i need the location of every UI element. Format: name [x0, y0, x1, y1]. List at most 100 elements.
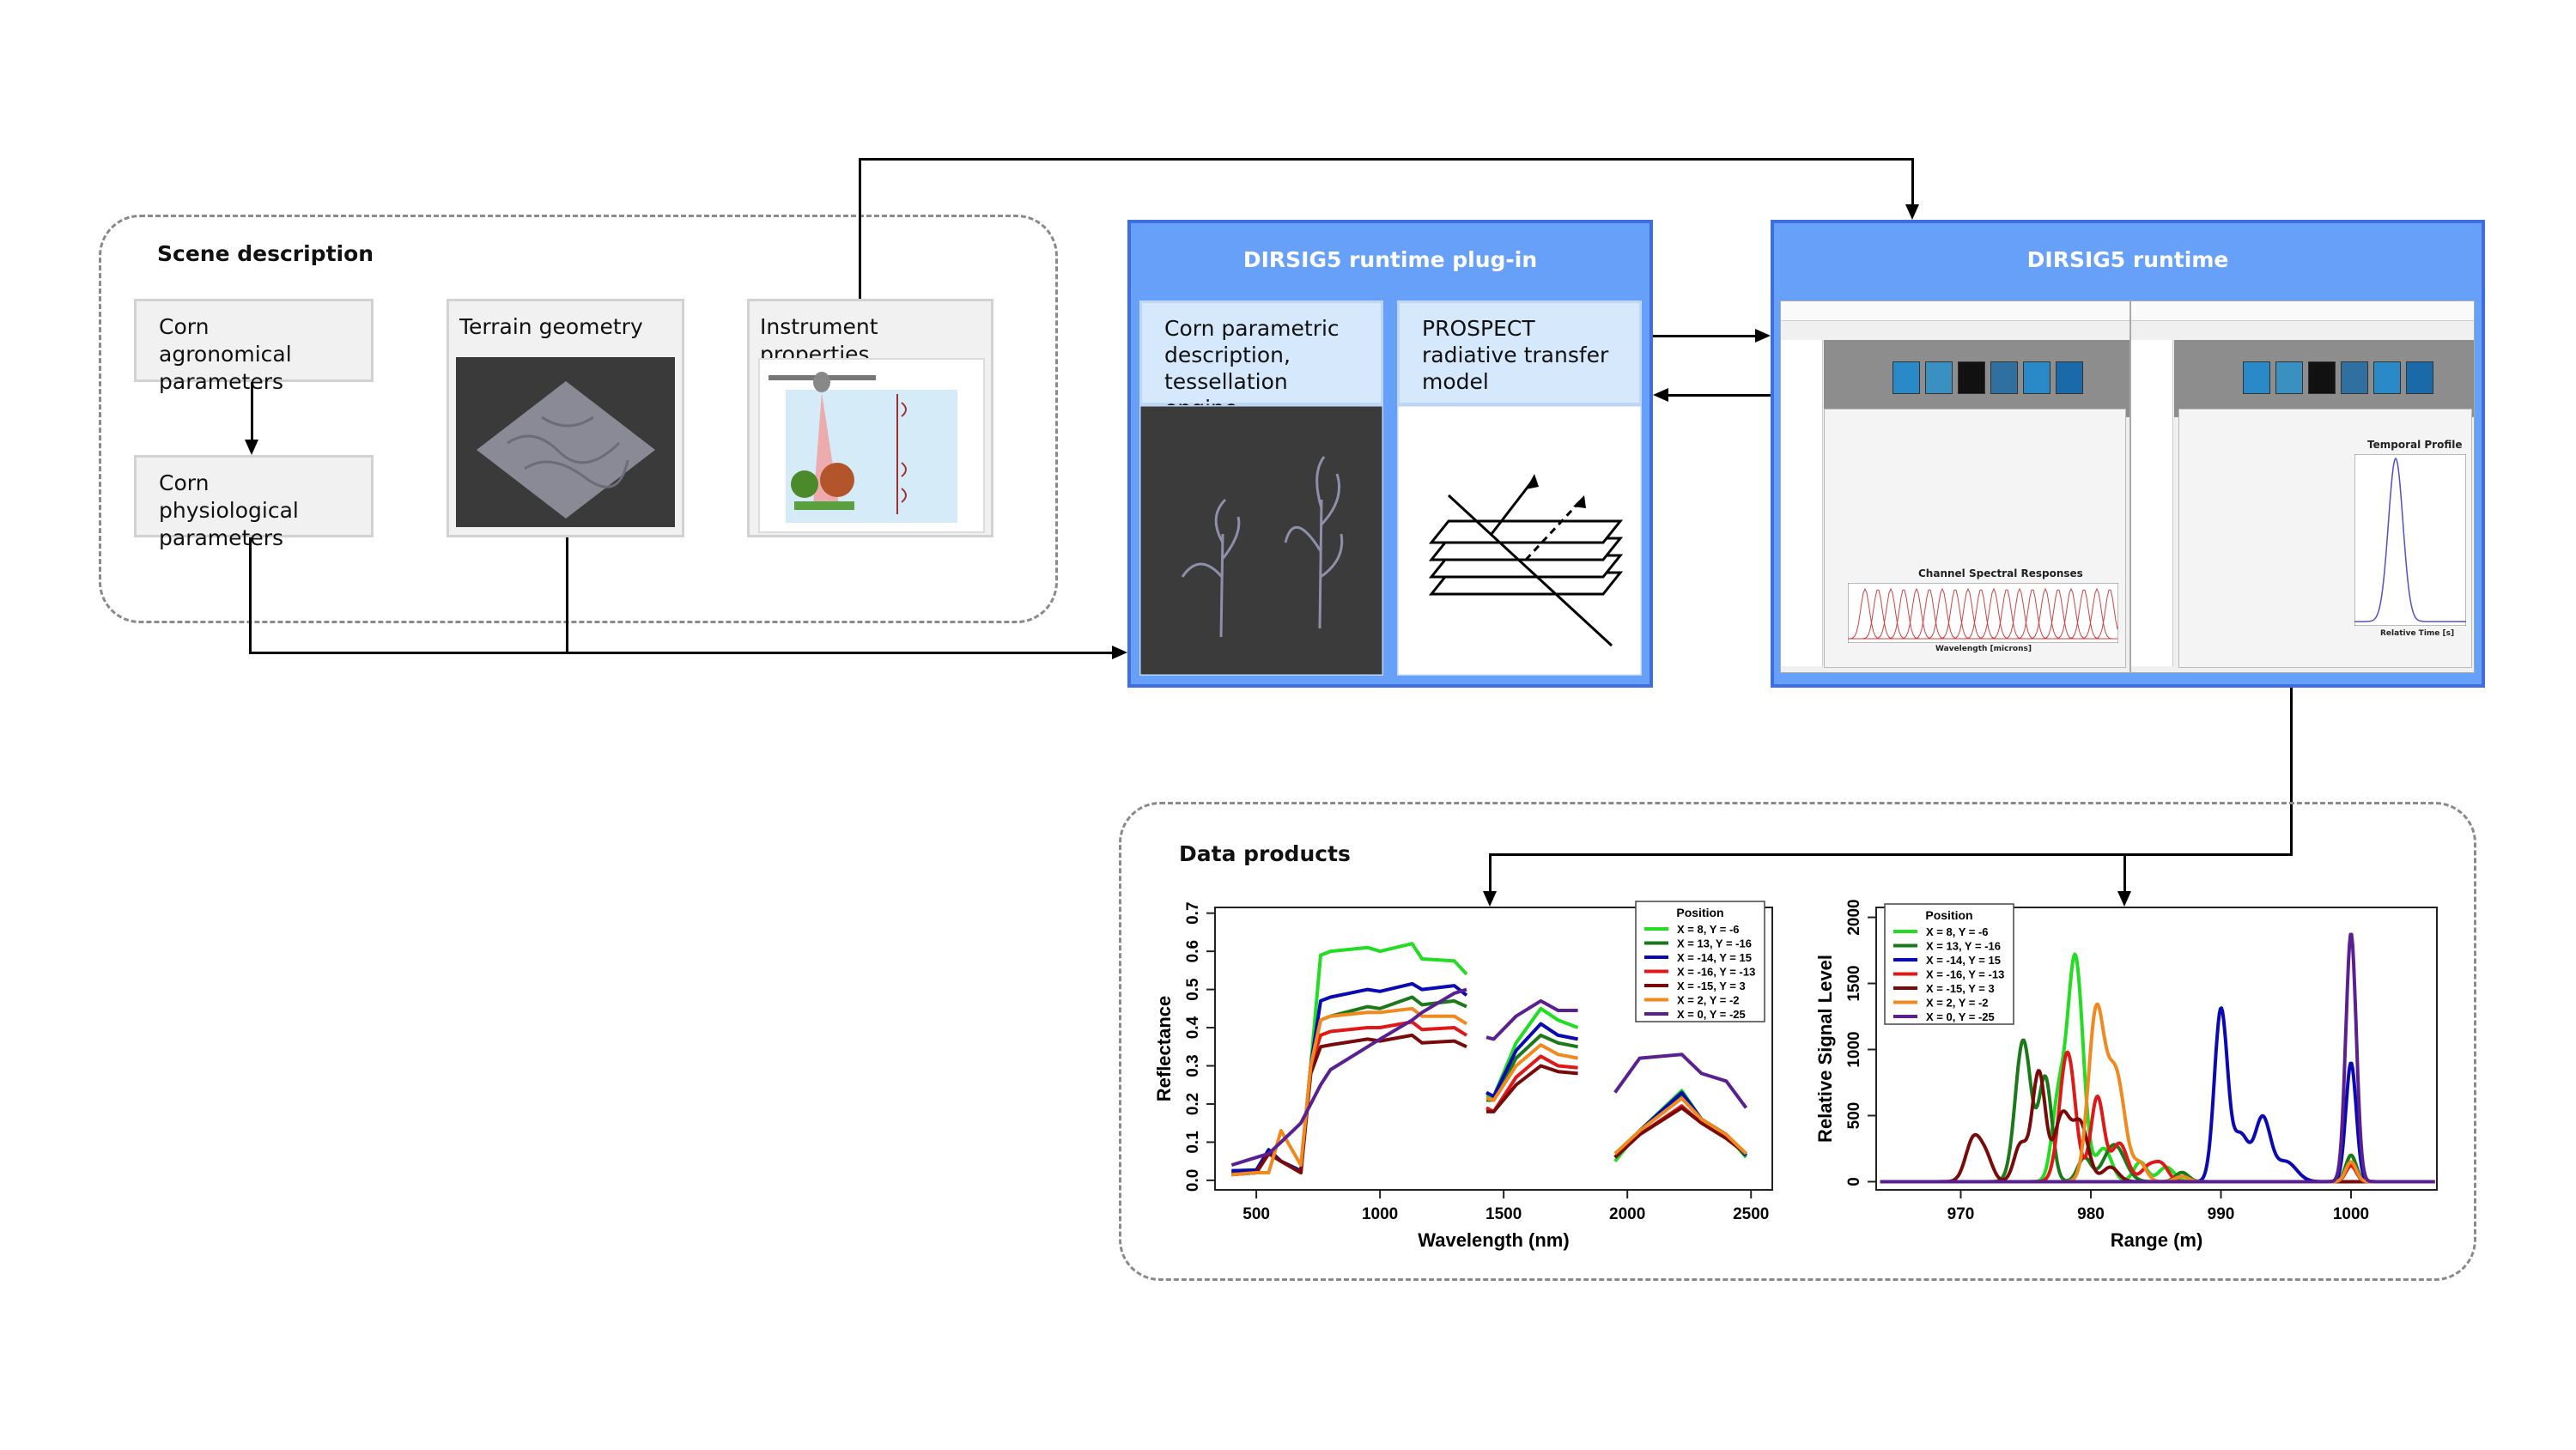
- y-axis-label: Relative Signal Level: [1814, 955, 1836, 1143]
- arrowhead-left-icon: [1653, 388, 1668, 402]
- arrowhead-right-icon: [1755, 329, 1771, 343]
- x-tick-label: 1500: [1485, 1205, 1522, 1223]
- instrument-image: [758, 358, 985, 533]
- connector-to-chart1: [1489, 853, 1492, 892]
- series-line-6: [1613, 1053, 1748, 1109]
- legend-label: X = 2, Y = -2: [1677, 994, 1740, 1007]
- data-products-group: [1119, 802, 2476, 1281]
- x-tick-label: 990: [2208, 1205, 2235, 1223]
- x-tick-label: 980: [2077, 1205, 2105, 1223]
- connector-runtime-down: [2290, 688, 2293, 856]
- y-tick-label: 0: [1845, 1177, 1863, 1186]
- y-tick-label: 0.3: [1184, 1054, 1202, 1077]
- arrowhead-down-icon: [245, 440, 258, 455]
- terrain-geometry-label: Terrain geometry: [459, 314, 643, 339]
- terrain-image: [456, 357, 675, 527]
- y-tick-label: 1000: [1845, 1031, 1863, 1067]
- x-tick-label: 1000: [1362, 1205, 1398, 1223]
- connector-runtime-to-plugin: [1668, 394, 1771, 397]
- y-tick-label: 0.4: [1184, 1016, 1202, 1039]
- connector-to-chart2: [2123, 853, 2126, 892]
- y-axis-label: Reflectance: [1153, 996, 1175, 1102]
- connector-physio-down: [249, 537, 252, 654]
- legend-label: X = -15, Y = 3: [1926, 982, 1995, 995]
- terrain-geometry-box: Terrain geometry: [447, 299, 684, 537]
- plugin-title: DIRSIG5 runtime plug-in: [1242, 247, 1538, 272]
- leaf-layers-diagram: [1397, 405, 1642, 676]
- corn-plant-render: [1139, 405, 1383, 676]
- y-tick-label: 0.2: [1184, 1093, 1202, 1115]
- connector-to-runtime-down: [1911, 158, 1914, 206]
- simulation-editor-window-left: Channel Spectral Responses Wavelength [m…: [1780, 300, 2130, 673]
- series-line-4: [1231, 1033, 1467, 1177]
- legend-label: X = 8, Y = -6: [1677, 923, 1740, 936]
- toolbar-icons: [1893, 361, 2083, 394]
- temporal-profile-title: Temporal Profile: [2367, 439, 2463, 451]
- x-tick-label: 2500: [1733, 1205, 1769, 1223]
- instrument-properties-box: Instrument properties: [747, 299, 993, 537]
- prospect-box: PROSPECT radiative transfer model: [1397, 300, 1642, 405]
- corn-agronomical-label: Corn agronomical parameters: [159, 314, 292, 394]
- connector-instrument-top: [859, 158, 1914, 161]
- x-axis-label: Wavelength (nm): [1418, 1229, 1569, 1251]
- legend-label: X = 13, Y = -16: [1926, 940, 2001, 953]
- channel-spectral-plot: [1848, 583, 2118, 643]
- legend-title: Position: [1925, 908, 1972, 922]
- legend-label: X = 13, Y = -16: [1677, 937, 1752, 950]
- temporal-profile-plot: [2354, 454, 2466, 626]
- corn-physiological-label: Corn physiological parameters: [159, 470, 299, 550]
- x-tick-label: 2000: [1609, 1205, 1645, 1223]
- legend-label: X = -15, Y = 3: [1677, 980, 1746, 992]
- y-tick-label: 0.5: [1184, 978, 1202, 1001]
- y-tick-label: 1500: [1845, 965, 1863, 1001]
- arrowhead-down-icon: [1483, 891, 1497, 907]
- connector-products-horizontal: [1489, 853, 2293, 856]
- arrowhead-down-icon: [2117, 891, 2131, 907]
- x-tick-label: 970: [1947, 1205, 1975, 1223]
- series-line-5: [1613, 1096, 1747, 1156]
- connector-instrument-up: [859, 158, 861, 299]
- runtime-title: DIRSIG5 runtime: [2026, 247, 2229, 272]
- legend-label: X = 0, Y = -25: [1677, 1008, 1746, 1021]
- toolbar-icons: [2243, 361, 2433, 394]
- channel-spectral-title: Channel Spectral Responses: [1918, 567, 2083, 579]
- legend-label: X = -16, Y = -13: [1677, 966, 1755, 979]
- series-line-6: [1485, 998, 1578, 1041]
- legend-label: X = -14, Y = 15: [1926, 954, 2001, 967]
- y-tick-label: 0.0: [1184, 1169, 1202, 1192]
- prospect-label: PROSPECT radiative transfer model: [1422, 316, 1609, 394]
- corn-physiological-box: Corn physiological parameters: [134, 455, 374, 550]
- y-tick-label: 0.6: [1184, 940, 1202, 962]
- series-line-6: [1230, 987, 1467, 1168]
- spectral-response-curve: [1848, 589, 2118, 640]
- channel-spectral-xlabel: Wavelength [microns]: [1935, 645, 2032, 653]
- series-line-2: [1485, 1022, 1578, 1099]
- corn-agronomical-box: Corn agronomical parameters: [134, 299, 374, 394]
- legend-label: X = 0, Y = -25: [1926, 1010, 1995, 1023]
- connector-agro-to-physio: [251, 382, 253, 440]
- y-tick-label: 2000: [1845, 899, 1863, 935]
- arrowhead-down-icon: [1905, 204, 1919, 220]
- legend-label: X = -14, Y = 15: [1677, 951, 1752, 964]
- scene-description-group: [99, 215, 1058, 623]
- legend-label: X = 2, Y = -2: [1926, 997, 1989, 1010]
- temporal-profile-xlabel: Relative Time [s]: [2380, 629, 2455, 638]
- legend-label: X = -16, Y = -13: [1926, 968, 2004, 981]
- connector-plugin-to-runtime: [1653, 335, 1756, 337]
- simulation-editor-window-right: Temporal Profile Relative Time [s]: [2130, 300, 2475, 673]
- x-axis-label: Range (m): [2111, 1229, 2203, 1251]
- scene-description-title: Scene description: [157, 241, 374, 266]
- corn-parametric-box: Corn parametric description, tessellatio…: [1139, 300, 1383, 421]
- legend-title: Position: [1676, 906, 1723, 919]
- legend-box: [1635, 901, 1765, 1022]
- series-line-5: [1485, 1043, 1578, 1102]
- y-tick-label: 0.7: [1184, 901, 1202, 924]
- connector-to-plugin: [249, 652, 1112, 654]
- legend-box: [1884, 903, 2014, 1025]
- arrowhead-right-icon: [1112, 646, 1127, 659]
- connector-terrain-down: [566, 537, 568, 654]
- x-tick-label: 1000: [2333, 1205, 2369, 1223]
- series-line-6: [1879, 932, 2436, 1184]
